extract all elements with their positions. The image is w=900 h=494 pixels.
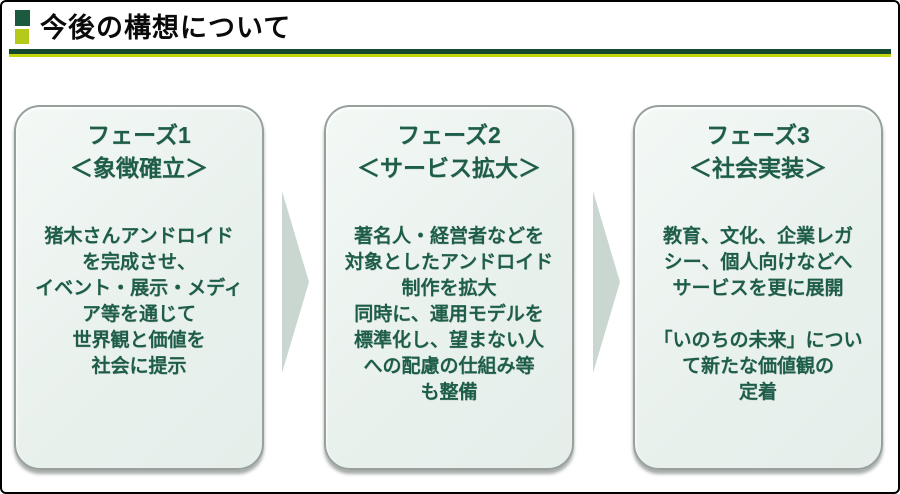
arrow-right-icon [282,191,309,373]
title-bullet-dark-square-icon [15,10,30,26]
phase-3-body: 教育、文化、企業レガ シー、個人向けなどへ サービスを更に展開 「いのちの未来」… [653,226,863,404]
phase-box-3: フェーズ3 ＜社会実装＞ 教育、文化、企業レガ シー、個人向けなどへ サービスを… [633,105,883,470]
phase-box-1: フェーズ1 ＜象徴確立＞ 猪木さんアンドロイド を完成させ、 イベント・展示・メ… [14,105,264,470]
phase-1-body: 猪木さんアンドロイド を完成させ、 イベント・展示・メディ ア等を通じて 世界観… [35,226,243,378]
arrow-right-icon [593,191,620,373]
phase-3-heading: フェーズ3 ＜社会実装＞ [689,122,827,181]
title-bullet-light-square-icon [15,29,29,44]
phase-1-heading: フェーズ1 ＜象徴確立＞ [70,122,208,181]
page-title: 今後の構想について [40,13,292,43]
title-divider [9,49,891,57]
phase-box-2: フェーズ2 ＜サービス拡大＞ 著名人・経営者などを 対象としたアンドロイド 制作… [324,105,574,470]
divider-dark-line [9,49,891,54]
phase-2-heading: フェーズ2 ＜サービス拡大＞ [357,122,541,181]
divider-light-line [9,54,891,57]
phase-2-body: 著名人・経営者などを 対象としたアンドロイド 制作を拡大 同時に、運用モデルを … [344,226,554,404]
